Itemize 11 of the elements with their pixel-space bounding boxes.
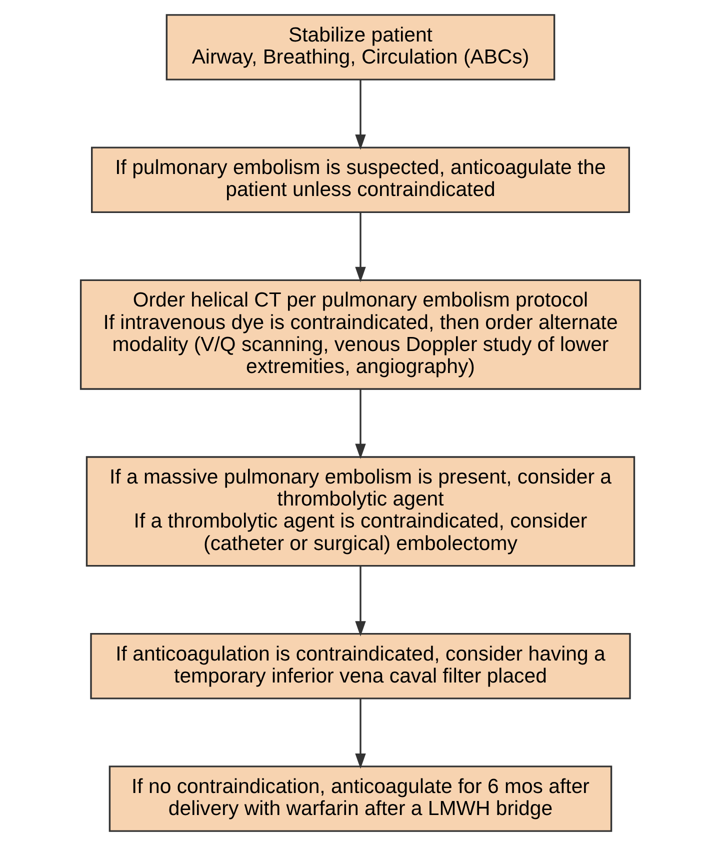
node-box: If pulmonary embolism is suspected, anticoagulate the patient unless contraindicated [91, 146, 630, 214]
node-box: If anticoagulation is contraindicated, consider having a temporary inferior vena caval filter placed [90, 632, 631, 700]
node-box: Order helical CT per pulmonary embolism protocol If intravenous dye is contraindicated, then order alternate modality (V/Q scanning, venous Doppler study of lower extremities, angiography) [80, 279, 642, 390]
arrow [355, 389, 366, 460]
arrow [355, 80, 366, 150]
arrow [355, 212, 366, 282]
node-box: If a massive pulmonary embolism is present, consider a thrombolytic agent If a thrombolytic agent is contraindicated, consider (catheter or surgical) embolectomy [86, 456, 636, 567]
arrow [355, 698, 366, 769]
node-box: If no contraindication, anticoagulate for 6 mos after delivery with warfarin after a LMWH bridge [108, 766, 612, 832]
arrow [355, 566, 366, 636]
node-box: Stabilize patient Airway, Breathing, Circulation (ABCs) [166, 14, 556, 80]
